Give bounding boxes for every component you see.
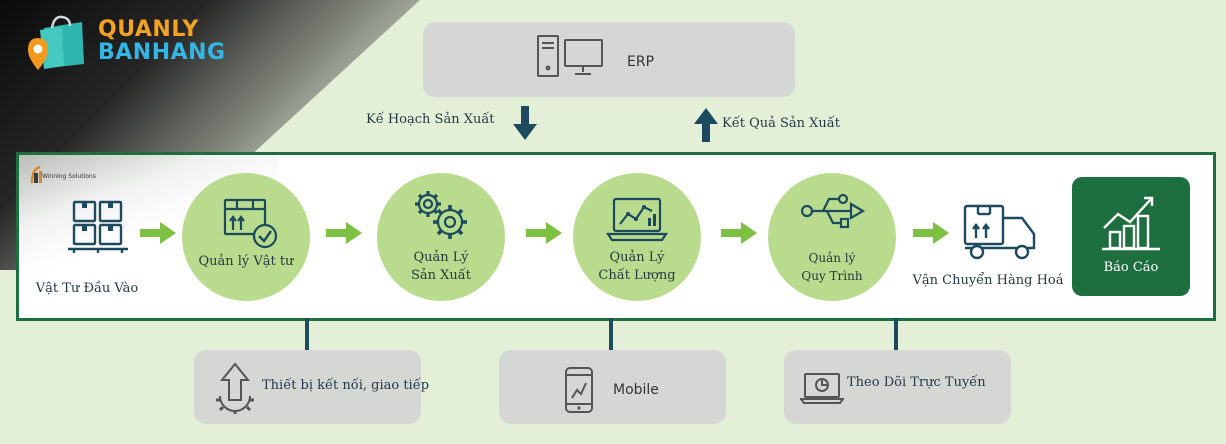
online-monitoring-label: Theo Dõi Trực Tuyến (847, 375, 986, 390)
erp-label: ERP (627, 54, 655, 70)
desktop-computer-icon (537, 35, 603, 77)
box-check-icon (223, 198, 278, 249)
arrow-up-icon (694, 108, 718, 142)
production-management-node (377, 173, 505, 301)
report-label: Báo Cáo (1103, 260, 1159, 275)
material-management-node (182, 173, 310, 301)
connector-line (609, 318, 613, 352)
production-label-line2: Sản Xuất (411, 268, 471, 283)
stacked-boxes-icon (68, 200, 128, 253)
erp-box (423, 22, 795, 97)
device-connection-label: Thiết bị kết nối, giao tiếp (262, 378, 430, 393)
process-label-line1: Quản lý (808, 251, 856, 265)
connector-line (305, 318, 309, 352)
gear-upload-icon (216, 362, 254, 414)
online-monitoring-box (784, 350, 1011, 424)
transport-label: Vận Chuyển Hàng Hoá (912, 273, 1064, 288)
connector-line (894, 318, 898, 352)
brand-logo-icon (30, 165, 42, 184)
quality-label-line1: Quản Lý (609, 250, 665, 265)
report-box (1072, 177, 1190, 296)
flow-arrow-icon (140, 222, 176, 244)
input-materials-label: Vật Tư Đầu Vào (35, 281, 139, 296)
process-management-label: Quản lý Quy Trình (768, 249, 896, 285)
production-plan-label: Kế Hoạch Sản Xuất (366, 112, 495, 127)
laptop-chart-icon (606, 197, 668, 242)
process-management-node (768, 173, 896, 301)
mobile-box (499, 350, 726, 424)
delivery-truck-icon (963, 204, 1036, 260)
quality-management-label: Quản Lý Chất Lượng (573, 249, 701, 285)
arrow-down-icon (513, 106, 537, 140)
material-management-label: Quản lý Vật tư (198, 254, 294, 269)
logo-text-line1: QUANLY (98, 17, 199, 42)
flow-arrow-icon (913, 222, 949, 244)
quality-management-node (573, 173, 701, 301)
production-management-label: Quản Lý Sản Xuất (377, 249, 505, 285)
quality-label-line2: Chất Lượng (598, 268, 676, 283)
production-label-line1: Quản Lý (413, 250, 469, 265)
smartphone-icon (565, 367, 593, 413)
usb-flow-icon (801, 193, 866, 229)
gears-icon (415, 191, 467, 239)
flow-arrow-icon (326, 222, 362, 244)
monitor-dashboard-icon (800, 373, 844, 404)
brand-text: Winning Solutions (42, 173, 96, 180)
flow-arrow-icon (526, 222, 562, 244)
flow-arrow-icon (721, 222, 757, 244)
shopping-bag-pin-logo-icon (28, 15, 84, 70)
process-label-line2: Quy Trình (801, 269, 863, 283)
growth-chart-icon (1102, 196, 1160, 251)
mobile-label: Mobile (613, 382, 659, 398)
production-result-label: Kết Quả Sản Xuất (722, 116, 840, 131)
logo-text-line2: BANHANG (98, 40, 226, 65)
